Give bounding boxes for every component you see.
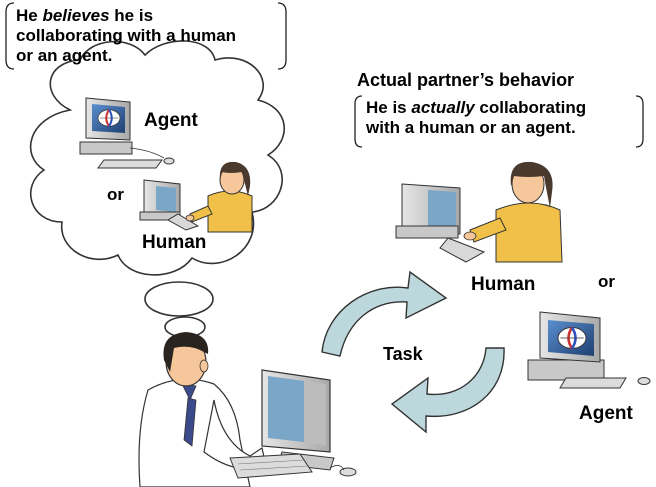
belief-line-3: or an agent.	[16, 46, 113, 65]
partner-human-label: Human	[471, 274, 536, 295]
actual-line-1-post: collaborating	[474, 98, 587, 117]
actual-bracket	[354, 95, 644, 148]
belief-bracket	[5, 2, 287, 70]
belief-quote: He believes he is collaborating with a h…	[16, 6, 236, 66]
thought-or-label: or	[107, 185, 124, 204]
task-cycle-arrows	[321, 270, 505, 434]
thought-bubbles	[144, 281, 214, 338]
belief-emphasis: believes	[42, 6, 110, 25]
thought-agent-label: Agent	[144, 110, 198, 131]
actual-line-1-pre: He is	[366, 98, 412, 117]
thought-agent-computer-icon	[79, 97, 175, 169]
partner-agent-computer-icon	[527, 311, 651, 389]
partner-agent-label: Agent	[579, 403, 633, 424]
task-label: Task	[383, 344, 423, 364]
actual-line-1: He is actually collaborating	[366, 98, 586, 118]
actual-heading: Actual partner’s behavior	[357, 70, 575, 90]
actual-quote: He is actually collaborating with a huma…	[366, 98, 586, 138]
belief-line-1-post: he is	[109, 6, 154, 25]
thought-human-at-computer-icon	[139, 161, 253, 233]
thought-human-label: Human	[142, 232, 207, 253]
partner-human-at-computer-icon	[395, 161, 563, 263]
belief-line-1-pre: He	[16, 6, 43, 25]
lower-cycle-arrow	[390, 347, 505, 434]
user-at-computer-icon	[138, 332, 357, 487]
belief-line-1: He believes he is	[16, 6, 236, 26]
belief-line-2: collaborating with a human	[16, 26, 237, 45]
upper-cycle-arrow	[321, 270, 448, 357]
actual-line-2: with a human or an agent.	[366, 118, 576, 137]
actual-emphasis: actually	[411, 98, 475, 117]
partner-or-label: or	[598, 272, 615, 291]
